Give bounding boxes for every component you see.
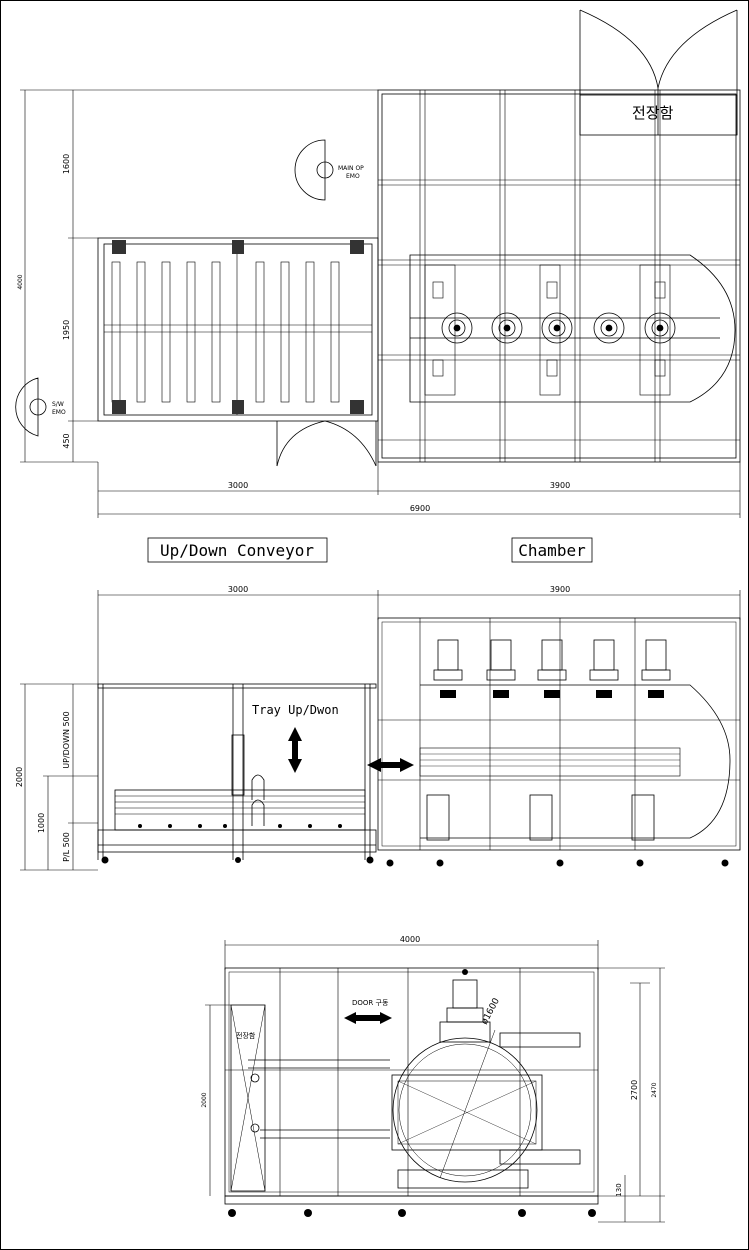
- chamber-frame-members: [378, 90, 740, 462]
- conveyor-title-box: [147, 537, 328, 563]
- door-arrow: [344, 1012, 392, 1024]
- conveyor-rollers: [104, 244, 372, 415]
- transfer-arrow: [367, 758, 414, 772]
- dim-3000-side: 3000: [228, 585, 248, 594]
- dim-2000-side: 2000: [15, 767, 24, 787]
- chamber-inner-rect: [391, 1074, 543, 1151]
- dim-1950: 1950: [62, 320, 71, 340]
- chamber-side-vessel: [420, 684, 731, 839]
- side-view: 3000 3900 Tray Up/Dwon: [15, 585, 741, 871]
- top-view: 전장함: [15, 9, 741, 518]
- chamber-title-box: [511, 537, 593, 563]
- chamber-motors: [433, 639, 671, 681]
- front-view: 4000 전장함: [201, 935, 665, 1223]
- dim-6900: 6900: [410, 504, 430, 513]
- main-emo-label-1: MAIN OP: [338, 165, 364, 172]
- dim-450: 450: [62, 433, 71, 448]
- panel-label: 전장함: [632, 104, 674, 122]
- conveyor-door-swing: [276, 420, 377, 467]
- door-label: DOOR 구동: [352, 999, 389, 1007]
- front-motor: [452, 979, 478, 1009]
- sw-emo-label-1: S/W: [52, 401, 64, 408]
- dim-pl: P/L 500: [62, 832, 71, 862]
- sw-emo-symbol: [15, 377, 47, 437]
- tray-updown-arrow: [288, 727, 302, 773]
- chamber-title: Chamber: [518, 541, 586, 560]
- dim-3900-side: 3900: [550, 585, 570, 594]
- dim-3000-top: 3000: [228, 481, 248, 490]
- conveyor-top-beam: [97, 683, 377, 689]
- main-emo-label-2: EMO: [346, 173, 360, 180]
- chamber-frame-outline: [377, 89, 741, 463]
- chamber-fans: [441, 312, 676, 344]
- dim-2470: 2470: [651, 1082, 658, 1097]
- dim-total-vertical: 4000: [17, 274, 24, 289]
- main-emo-symbol: [294, 139, 334, 201]
- dim-updown: UP/DOWN 500: [62, 711, 71, 769]
- front-base: [224, 1195, 599, 1205]
- door-cylinder-top: [499, 1032, 581, 1048]
- dim-2700: 2700: [630, 1080, 639, 1100]
- front-panel-label: 전장함: [236, 1031, 256, 1040]
- dim-3900-top: 3900: [550, 481, 570, 490]
- door-cylinder-bottom: [499, 1149, 581, 1165]
- chamber-door-circle: [392, 1037, 538, 1183]
- chamber-vessel-outline: [409, 254, 736, 403]
- dim-130: 130: [615, 1183, 623, 1196]
- tray-label: Tray Up/Dwon: [252, 703, 339, 717]
- dim-1000: 1000: [37, 813, 46, 833]
- dim-1600: 1600: [62, 154, 71, 174]
- horizontal-dimension-lines: [97, 462, 741, 518]
- chamber-side-frame: [377, 617, 741, 851]
- front-panel-box: [230, 1004, 266, 1192]
- conveyor-frame: [97, 237, 379, 422]
- vertical-dimension-lines: [20, 89, 378, 463]
- conveyor-title: Up/Down Conveyor: [160, 541, 314, 560]
- dim-2000-front: 2000: [201, 1092, 208, 1107]
- dim-4000-front: 4000: [400, 935, 420, 944]
- sw-emo-label-2: EMO: [52, 409, 66, 416]
